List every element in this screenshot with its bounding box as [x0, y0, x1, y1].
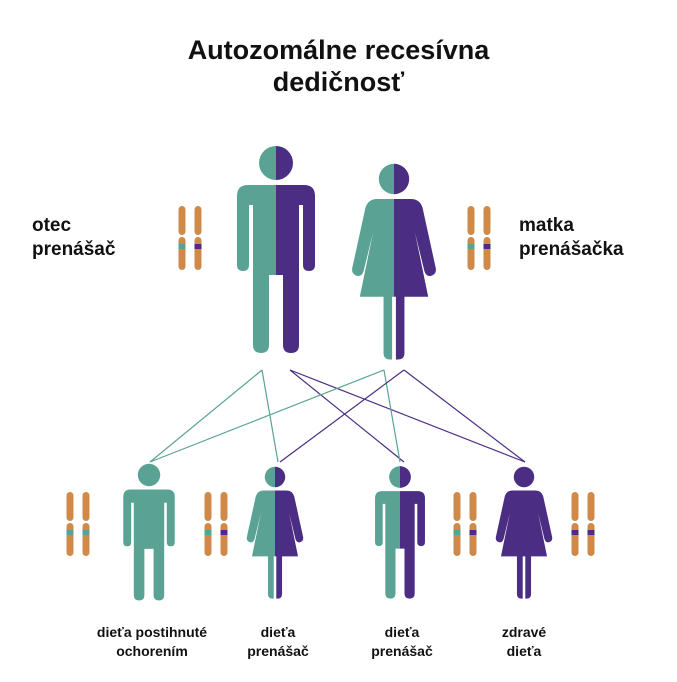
father-label-line-1: otec — [32, 215, 72, 236]
child-affected-label-line-1: dieťa postihnuté — [96, 624, 208, 640]
child-carrier-boy-chromosomes — [453, 492, 477, 556]
page-title: Autozomálne recesívna dedičnosť — [0, 34, 677, 98]
line-mother-green-child1 — [149, 369, 385, 463]
child-healthy-figure — [495, 466, 553, 599]
line-father-green-child2 — [261, 369, 279, 463]
line-father-purple-child4 — [289, 369, 526, 463]
child-affected-label-line-2: ochorením — [116, 643, 188, 659]
mother-label-line-1: matka — [519, 215, 574, 236]
child-affected-figure — [123, 463, 175, 601]
line-mother-purple-child2 — [279, 369, 405, 463]
title-line-2: dedičnosť — [272, 67, 405, 97]
mother-label-line-2: prenášačka — [519, 239, 624, 260]
child-affected-label: dieťa postihnuté ochorením — [77, 623, 227, 661]
line-mother-purple-child4 — [403, 369, 526, 463]
father-label: otec prenášač — [32, 214, 115, 262]
child-carrier-boy-label: dieťa prenášač — [327, 623, 477, 661]
child-affected-chromosomes-left — [66, 492, 90, 556]
father-figure — [237, 146, 315, 353]
child-healthy-label: zdravé dieťa — [449, 623, 599, 661]
child-healthy-label-line-2: dieťa — [506, 643, 542, 659]
mother-figure — [352, 163, 436, 360]
line-father-green-child1 — [149, 369, 263, 463]
child-carrier-boy-figure — [375, 466, 425, 599]
inheritance-lines — [149, 369, 526, 463]
mother-chromosomes — [467, 206, 491, 270]
line-mother-green-child3 — [383, 369, 401, 463]
child-carrier-girl-label: dieťa prenášač — [203, 623, 353, 661]
child-carrier-boy-label-line-1: dieťa — [384, 624, 420, 640]
title-line-1: Autozomálne recesívna — [187, 35, 490, 65]
child-carrier-boy-label-line-2: prenášač — [371, 643, 433, 659]
father-label-line-2: prenášač — [32, 239, 116, 260]
child-carrier-girl-label-line-1: dieťa — [260, 624, 296, 640]
child-healthy-label-line-1: zdravé — [501, 624, 547, 640]
child-healthy-chromosomes — [571, 492, 595, 556]
father-chromosomes — [178, 206, 202, 270]
child-carrier-girl-label-line-2: prenášač — [247, 643, 309, 659]
child-carrier-girl-chromosomes — [204, 492, 228, 556]
child-carrier-girl-figure — [246, 466, 304, 599]
line-father-purple-child3 — [289, 369, 405, 463]
mother-label: matka prenášačka — [519, 214, 624, 262]
